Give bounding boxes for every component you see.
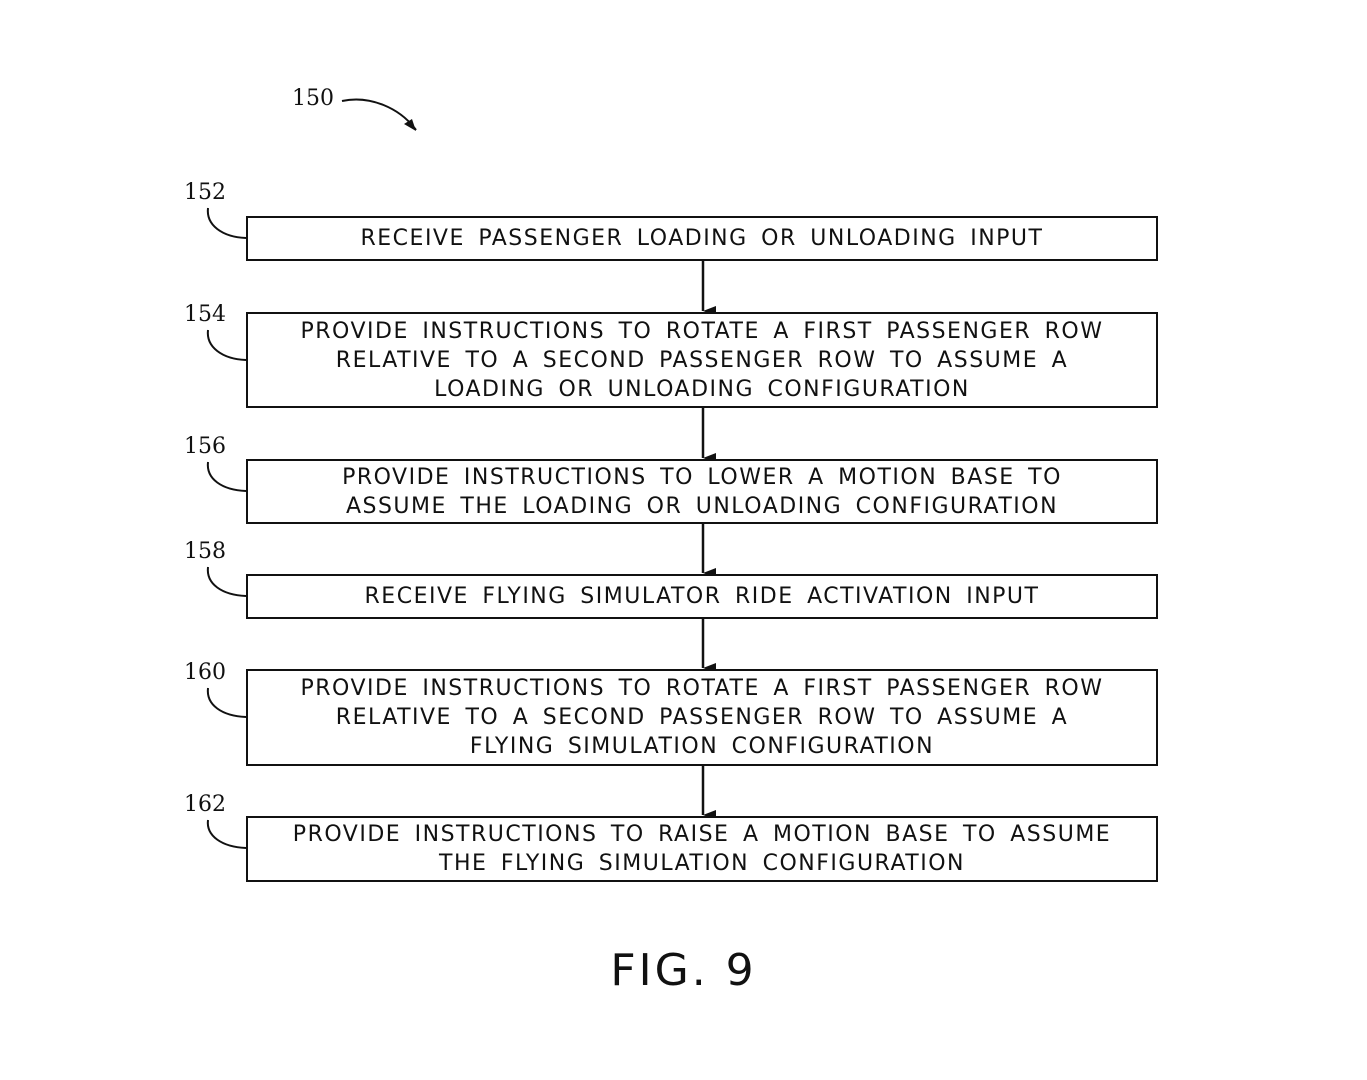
leader-156 [206,461,247,492]
step-box-156: PROVIDE INSTRUCTIONS TO LOWER A MOTION B… [246,459,1158,524]
leader-160 [206,687,247,718]
figure-ref-arrow [341,98,417,131]
leader-154 [206,329,247,361]
step-text-156: PROVIDE INSTRUCTIONS TO LOWER A MOTION B… [342,464,1062,519]
step-ref-160: 160 [184,660,226,685]
step-text-158: RECEIVE FLYING SIMULATOR RIDE ACTIVATION… [364,584,1040,609]
step-box-154: PROVIDE INSTRUCTIONS TO ROTATE A FIRST P… [246,312,1158,408]
step-ref-156: 156 [184,434,226,459]
step-ref-158: 158 [184,539,226,564]
leader-158 [206,566,247,597]
step-box-160: PROVIDE INSTRUCTIONS TO ROTATE A FIRST P… [246,669,1158,766]
step-text-162: PROVIDE INSTRUCTIONS TO RAISE A MOTION B… [292,822,1112,876]
figure-ref-number: 150 [292,86,334,111]
step-text-152: RECEIVE PASSENGER LOADING OR UNLOADING I… [360,226,1044,251]
step-text-160: PROVIDE INSTRUCTIONS TO ROTATE A FIRST P… [300,676,1104,759]
leader-162 [206,819,247,849]
step-box-162: PROVIDE INSTRUCTIONS TO RAISE A MOTION B… [246,816,1158,882]
step-box-158: RECEIVE FLYING SIMULATOR RIDE ACTIVATION… [246,574,1158,619]
step-ref-152: 152 [184,180,226,205]
leader-152 [206,207,247,239]
step-box-152: RECEIVE PASSENGER LOADING OR UNLOADING I… [246,216,1158,261]
step-ref-162: 162 [184,792,226,817]
step-ref-154: 154 [184,302,226,327]
step-text-154: PROVIDE INSTRUCTIONS TO ROTATE A FIRST P… [300,318,1104,402]
figure-ref-arrowhead-icon [404,119,416,131]
figure-label: FIG. 9 [610,945,757,996]
